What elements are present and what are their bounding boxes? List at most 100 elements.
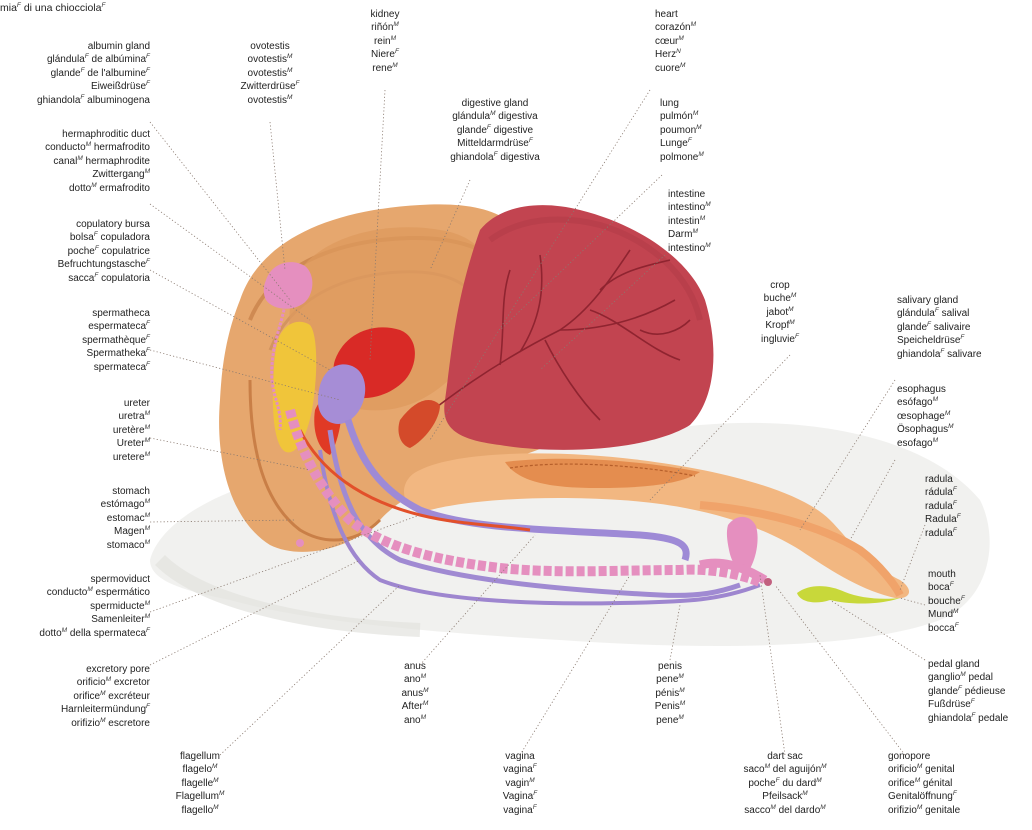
intestine-line: DarmM [668, 228, 711, 241]
anus-line: AfterM [380, 700, 450, 713]
digestive-gland-line: ghiandolaF digestiva [425, 151, 565, 164]
albumin-gland-line: glandeF de l'albumineF [37, 67, 150, 80]
digestive-gland-line: glándulaM digestiva [425, 110, 565, 123]
pedal-gland-line: glandeF pédieuse [928, 685, 1008, 698]
mouth-line: boucheF [928, 595, 965, 608]
copulatory-bursa-line: saccaF copulatoria [58, 272, 150, 285]
penis-line: peneM [635, 714, 705, 727]
heart-line: cœurM [655, 35, 696, 48]
intestine-line: intestinM [668, 215, 711, 228]
dart-sac-line: saccoM del dardoM [715, 804, 855, 817]
penis-line: PenisM [635, 700, 705, 713]
radula-line: RadulaF [925, 513, 961, 526]
lung-line: polmoneM [660, 151, 704, 164]
label-spermoviduct: spermoviductconductoM espermáticospermid… [39, 573, 150, 640]
label-excretory-pore: excretory poreorificioM excretororificeM… [61, 663, 150, 730]
esophagus-line: esophagus [897, 383, 954, 396]
stomach-line: MagenM [101, 525, 150, 538]
dart-sac-line: PfeilsackM [715, 790, 855, 803]
radula-line: rádulaF [925, 486, 961, 499]
gonopore-line: orificeM génital [888, 777, 960, 790]
ureter-line: uretraM [113, 410, 150, 423]
lung-line: pulmónM [660, 110, 704, 123]
pedal-gland-line: FußdrüseF [928, 698, 1008, 711]
ovotestis-line: ovotestis [222, 40, 318, 53]
dart-sac-line: sacoM del aguijónM [715, 763, 855, 776]
spermoviduct-line: spermiducteM [39, 600, 150, 613]
stomach-line: stomach [101, 485, 150, 498]
spermoviduct-line: conductoM espermático [39, 586, 150, 599]
kidney-line: reneM [355, 62, 415, 75]
albumin-gland-line: EiweißdrüseF [37, 80, 150, 93]
anus-line: anoM [380, 714, 450, 727]
hermaphroditic-duct-line: conductoM hermafrodito [45, 141, 150, 154]
vagina-line: vagina [480, 750, 560, 763]
hermaphroditic-duct-line: ZwittergangM [45, 168, 150, 181]
crop-line: jabotM [745, 306, 815, 319]
mouth-line: MundM [928, 608, 965, 621]
flagellum-line: flagellum [155, 750, 245, 763]
anus-line: anoM [380, 673, 450, 686]
copulatory-bursa-line: BefruchtungstascheF [58, 258, 150, 271]
excretory-pore-line: orifizioM escretore [61, 717, 150, 730]
gonopore-line: orificioM genital [888, 763, 960, 776]
crop-line: crop [745, 279, 815, 292]
salivary-gland-line: salivary gland [897, 294, 982, 307]
albumin-gland-line: ghiandolaF albuminogena [37, 94, 150, 107]
spermoviduct-line: spermoviduct [39, 573, 150, 586]
ureter-line: uretèreM [113, 424, 150, 437]
intestine-line: intestinoM [668, 201, 711, 214]
label-flagellum: flagellumflageloMflagelleMFlagellumMflag… [155, 750, 245, 817]
digestive-gland-line: digestive gland [425, 97, 565, 110]
label-spermatheca: spermathecaespermatecaFspermathèqueFSper… [82, 307, 150, 374]
label-penis: penispeneMpénisMPenisMpeneM [635, 660, 705, 727]
copulatory-bursa-line: copulatory bursa [58, 218, 150, 231]
excretory-pore-line: excretory pore [61, 663, 150, 676]
lung-line: LungeF [660, 137, 704, 150]
pedal-gland-line: ganglioM pedal [928, 671, 1008, 684]
heart-line: cuoreM [655, 62, 696, 75]
penis-line: peneM [635, 673, 705, 686]
spermatheca-line: spermatecaF [82, 361, 150, 374]
salivary-gland-line: ghiandolaF salivare [897, 348, 982, 361]
pedal-gland-line: ghiandolaF pedale [928, 712, 1008, 725]
ovotestis-line: ZwitterdrüseF [222, 80, 318, 93]
stomach-line: estómagoM [101, 498, 150, 511]
dart-sac-line: dart sac [715, 750, 855, 763]
esophagus-line: esofagoM [897, 437, 954, 450]
label-ovotestis: ovotestisovotestisMovotestisMZwitterdrüs… [222, 40, 318, 107]
copulatory-bursa-line: pocheF copulatrice [58, 245, 150, 258]
spermoviduct-line: dottoM della spermatecaF [39, 627, 150, 640]
mouth-line: boccaF [928, 622, 965, 635]
intestine-line: intestinoM [668, 242, 711, 255]
spermoviduct-line: SamenleiterM [39, 613, 150, 626]
kidney-line: riñónM [355, 21, 415, 34]
vagina-line: vaginM [480, 777, 560, 790]
dart-sac-line: pocheF du dardM [715, 777, 855, 790]
stomach-line: stomacoM [101, 539, 150, 552]
hermaphroditic-duct-line: canalM hermaphrodite [45, 155, 150, 168]
anus-line: anus [380, 660, 450, 673]
kidney-line: reinM [355, 35, 415, 48]
crop-line: KropfM [745, 319, 815, 332]
vagina-line: vaginaF [480, 763, 560, 776]
copulatory-bursa-line: bolsaF copuladora [58, 231, 150, 244]
pedal-gland-line: pedal gland [928, 658, 1008, 671]
salivary-gland-line: glándulaF salival [897, 307, 982, 320]
esophagus-line: esófagoM [897, 396, 954, 409]
digestive-gland-line: glandeF digestive [425, 124, 565, 137]
